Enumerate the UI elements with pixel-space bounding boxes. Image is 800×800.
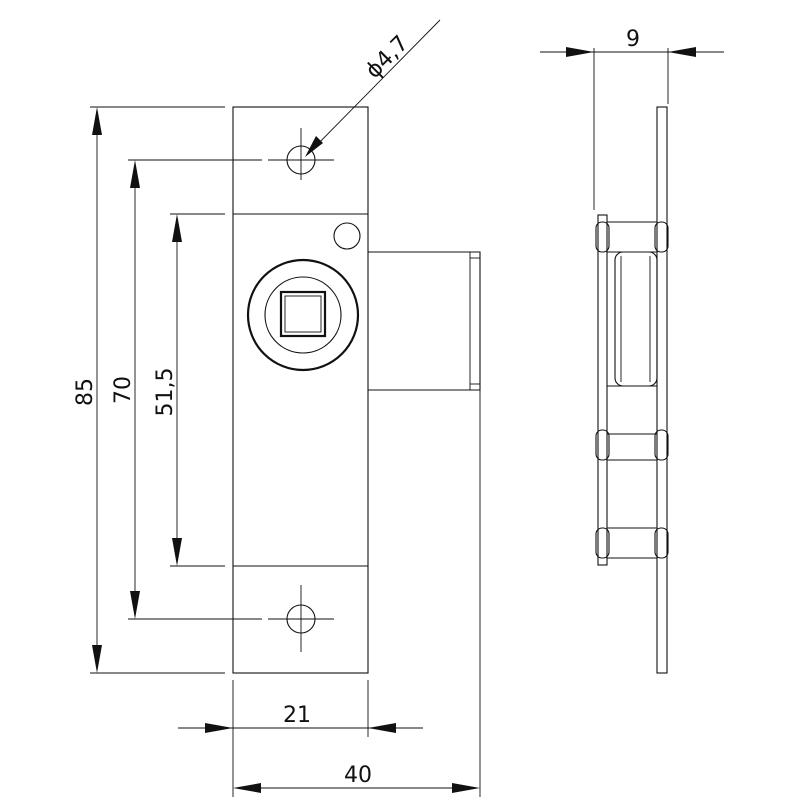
front-view bbox=[232, 106, 481, 674]
total-depth-label: 40 bbox=[344, 763, 372, 788]
side-rivet-bottom bbox=[595, 527, 610, 559]
plate-width-label: 21 bbox=[283, 703, 311, 728]
hole-spacing-label: 70 bbox=[111, 376, 136, 404]
side-thickness-label: 9 bbox=[626, 27, 640, 52]
square-spindle-outer bbox=[279, 290, 327, 338]
side-rivet-middle bbox=[595, 429, 610, 461]
inner-height-label: 51,5 bbox=[153, 368, 178, 417]
side-plate bbox=[656, 106, 668, 674]
spindle-hub-outer bbox=[246, 258, 360, 372]
overall-height-label: 85 bbox=[73, 378, 98, 406]
spindle-hub-inner bbox=[264, 276, 342, 354]
square-spindle-inner bbox=[284, 295, 322, 333]
side-rivet-top bbox=[595, 221, 610, 253]
side-view: 9 bbox=[540, 27, 724, 674]
side-frame bbox=[597, 214, 608, 566]
faceplate bbox=[232, 106, 369, 674]
hole-diameter-leader bbox=[307, 19, 441, 155]
rivet-circle bbox=[333, 222, 361, 250]
latch-body bbox=[368, 251, 481, 391]
hole-diameter-label: ϕ4,7 bbox=[361, 31, 414, 84]
dimension-lines: 85 70 51,5 21 40 ϕ4,7 bbox=[73, 19, 481, 797]
